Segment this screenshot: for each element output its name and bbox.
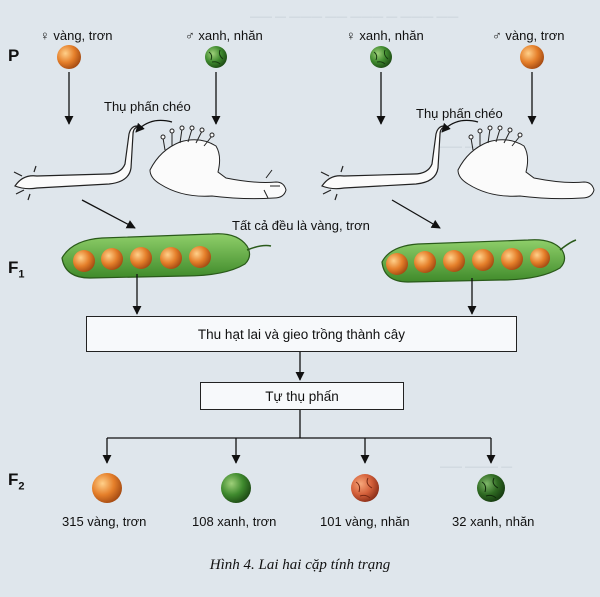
f2-branch-arrows bbox=[102, 409, 496, 464]
left-pollination-arrow bbox=[135, 119, 173, 133]
f2-seed-1 bbox=[92, 473, 122, 503]
f1-note: Tất cả đều là vàng, trơn bbox=[232, 218, 370, 233]
parent-label-1: ♀ vàng, trơn bbox=[40, 28, 113, 43]
f2-seed-2 bbox=[221, 473, 251, 503]
step-box-sow: Thu hạt lai và gieo trồng thành cây bbox=[86, 316, 517, 352]
svg-text:—— ——— —: —— ——— — bbox=[440, 461, 512, 473]
parent-label-2: ♂ xanh, nhăn bbox=[185, 28, 263, 43]
f1-letter: F bbox=[8, 258, 19, 277]
f2-label-2: 108 xanh, trơn bbox=[192, 514, 277, 529]
pollination-label-left: Thụ phấn chéo bbox=[104, 99, 191, 114]
svg-text:—— — ——— —— ——— — ——— ——: —— — ——— —— ——— — ——— —— bbox=[250, 11, 458, 23]
f1-pod-right bbox=[381, 239, 577, 283]
left-flower-male bbox=[149, 125, 287, 200]
f2-label-1: 315 vàng, trơn bbox=[62, 514, 147, 529]
left-flower-female bbox=[13, 125, 140, 201]
generation-label-p: P bbox=[8, 46, 20, 65]
parent-seed-3 bbox=[370, 46, 392, 68]
parent-seed-4 bbox=[520, 45, 544, 69]
f1-subscript: 1 bbox=[18, 268, 25, 281]
parent-seed-2 bbox=[205, 46, 227, 68]
f2-label-3: 101 vàng, nhăn bbox=[320, 514, 410, 529]
generation-label-f1: F1 bbox=[8, 258, 25, 280]
right-to-pod-arrow bbox=[391, 199, 441, 229]
parent-label-4: ♂ vàng, trơn bbox=[492, 28, 565, 43]
f2-label-4: 32 xanh, nhăn bbox=[452, 514, 535, 529]
pollination-label-right: Thụ phấn chéo bbox=[416, 106, 503, 121]
f1-pod-left bbox=[61, 233, 272, 279]
step-box-selfing: Tự thụ phấn bbox=[200, 382, 404, 410]
figure-caption: Hình 4. Lai hai cặp tính trạng bbox=[209, 557, 391, 573]
f2-letter: F bbox=[8, 470, 19, 489]
parent-arrows bbox=[64, 72, 537, 125]
right-flower-male bbox=[457, 125, 595, 200]
left-to-pod-arrow bbox=[81, 199, 136, 229]
f2-subscript: 2 bbox=[18, 480, 25, 493]
f2-seed-3 bbox=[351, 474, 379, 502]
right-flower-female bbox=[320, 125, 447, 201]
right-pollination-arrow bbox=[441, 119, 479, 133]
parent-seed-1 bbox=[57, 45, 81, 69]
f2-seed-4 bbox=[477, 474, 505, 502]
parent-label-3: ♀ xanh, nhăn bbox=[346, 28, 424, 43]
generation-label-f2: F2 bbox=[8, 470, 25, 492]
